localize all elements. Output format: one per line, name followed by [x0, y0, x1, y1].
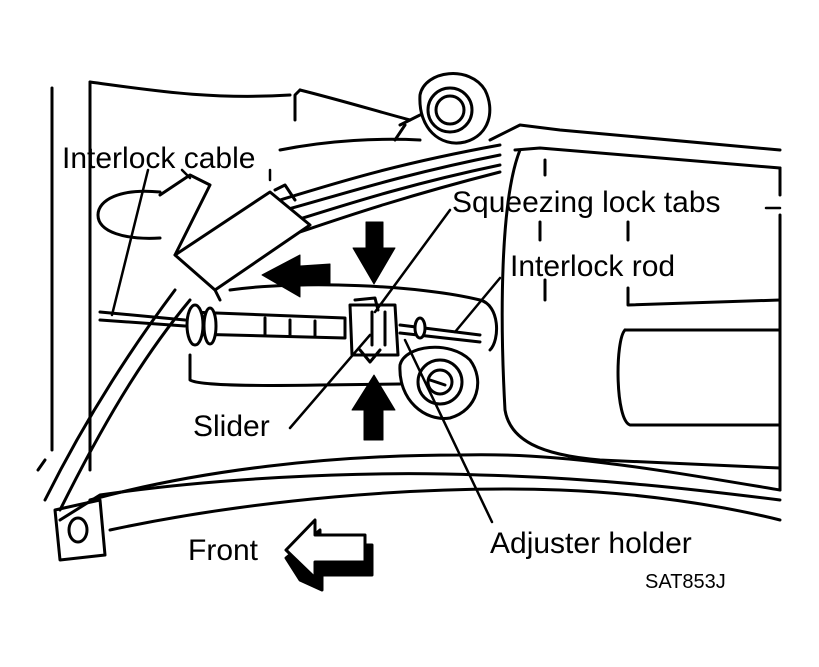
arrow-down-icon: [352, 221, 396, 285]
cable-bundle: [278, 143, 502, 234]
lower-pulley: [398, 345, 480, 420]
label-interlock-rod: Interlock rod: [510, 250, 675, 283]
arrow-left-icon: [261, 254, 331, 298]
label-front: Front: [188, 534, 259, 567]
figure-code: SAT853J: [645, 571, 726, 593]
label-slider: Slider: [193, 410, 270, 443]
cable-clamp: [158, 173, 312, 302]
leader-lines: [110, 168, 782, 524]
slider-adjuster: [348, 296, 400, 364]
callouts: Interlock cable Squeezing lock tabs Inte…: [62, 142, 726, 593]
front-arrow-icon: [284, 518, 374, 592]
arrow-up-icon: [351, 374, 396, 441]
interlock-rod-assembly: [98, 303, 482, 347]
upper-pulley: [393, 72, 492, 145]
label-interlock-cable: Interlock cable: [62, 142, 255, 175]
label-squeezing-lock-tabs: Squeezing lock tabs: [452, 186, 721, 219]
label-adjuster-holder: Adjuster holder: [490, 527, 692, 560]
arrows: [261, 221, 396, 441]
interlock-cable: [43, 288, 192, 512]
